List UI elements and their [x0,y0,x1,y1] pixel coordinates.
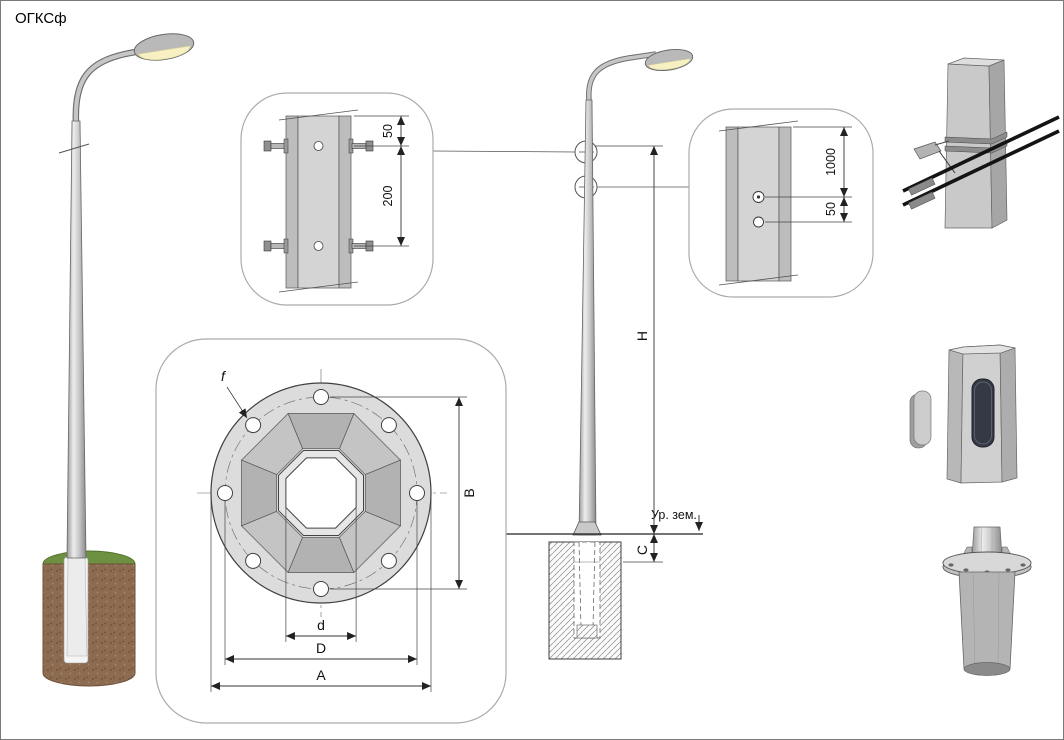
door-opening [971,378,995,448]
break-mark [718,274,799,286]
elevation-view: Ур. зем. H C [506,48,703,660]
cable-sleeve [908,177,936,196]
dim-label-A: A [316,667,326,683]
lamp-luminaire [133,33,195,61]
pole-wall-section [737,126,780,282]
break-mark [278,109,359,121]
pole-top-face [947,57,1005,67]
pole-front-face [944,63,993,229]
lower-hole [753,216,764,228]
dim-label-H: H [634,331,650,341]
dim-label-f: f [221,368,227,384]
detail-top-callout: 50 200 [240,92,434,306]
foundation-plug [576,624,598,639]
f-leader-line [226,386,248,419]
cable-tensioner [913,141,942,160]
lamp-arm [72,45,152,124]
street-pole-3d [42,33,195,687]
dim-label-1000: 1000 [824,148,838,176]
lamp-luminaire [644,48,694,72]
base-shell [958,571,1016,670]
callout-connectors [432,140,689,199]
pole-tube-hole [285,457,357,529]
embedded-pole-part [66,556,88,657]
bolt-holes [217,389,425,597]
break-mark [278,281,359,293]
drawing-title: ОГКСф [15,10,67,27]
ground-level-label: Ур. зем. [651,508,697,522]
dim-label-200: 200 [381,186,395,207]
suspension-cable [902,129,1060,207]
dim-label-d: d [317,617,325,633]
gusset-plates [240,412,402,574]
connector-line-top-detail [432,150,576,153]
dim-label-50-right: 50 [824,202,838,216]
suspension-cable [902,115,1060,193]
cable-clamp-3d [902,57,1060,229]
pole-shaft [578,99,597,536]
dim-label-C: C [634,545,650,555]
cable-sleeve [908,191,936,210]
dim-label-D: D [316,640,326,656]
break-mark [58,143,90,154]
foundation-cylinder [42,563,136,687]
dim-label-50: 50 [381,124,395,138]
pole-base-flange [572,521,602,536]
flange-base-3d [942,526,1032,676]
detail-right-callout: 1000 50 [688,108,874,298]
pole-shaft [66,120,87,559]
foundation-sleeve [573,541,601,639]
break-mark [718,120,799,132]
door-cover [913,390,932,446]
access-door-3d [909,344,1018,484]
dim-label-B: B [461,488,477,497]
flange-detail-callout: f B d D A [155,338,507,724]
